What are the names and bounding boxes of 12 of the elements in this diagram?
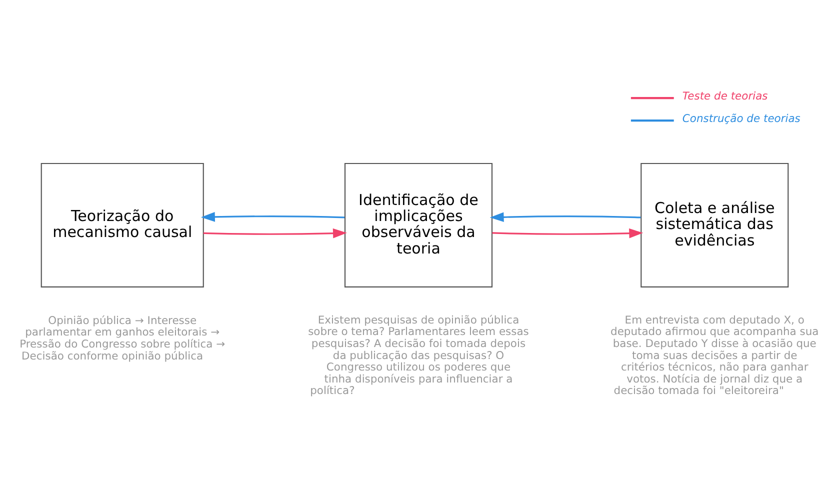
legend-label: Construção de teorias [682, 112, 800, 126]
arrow [203, 228, 347, 238]
arrow [492, 228, 644, 238]
node-label: Opinião pública → Interesse parlamentar em ganhos eleitorais → Pressão do Congresso sobre política → Decisão conforme opinião pública [20, 314, 226, 362]
node-box: Teorização do mecanismo causal [40, 162, 204, 288]
node-box: Identificação de implicações observáveis da teoria [344, 162, 493, 288]
arrow [200, 212, 345, 222]
node-label: Existem pesquisas de opinião pública sobre o tema? Parlamentares leem essas pesquisas? A decisão foi tomada depois da publicação das pesquisas? O Congresso utilizou os poderes que tinha disponíveis para influenciar a política? [308, 313, 529, 398]
node-label: Em entrevista com deputado X, o deputado afirmou que acompanha sua base. Deputado Y disse à ocasião que toma suas decisões a partir de critérios técnicos, não para ganhar votos. Notícia de jornal diz que a decisão tomada foi "eleitoreira" [610, 313, 819, 398]
arrow [490, 212, 641, 222]
node-box: Coleta e análise sistemática das evidências [640, 162, 789, 288]
legend-label: Teste de teorias [682, 90, 768, 103]
